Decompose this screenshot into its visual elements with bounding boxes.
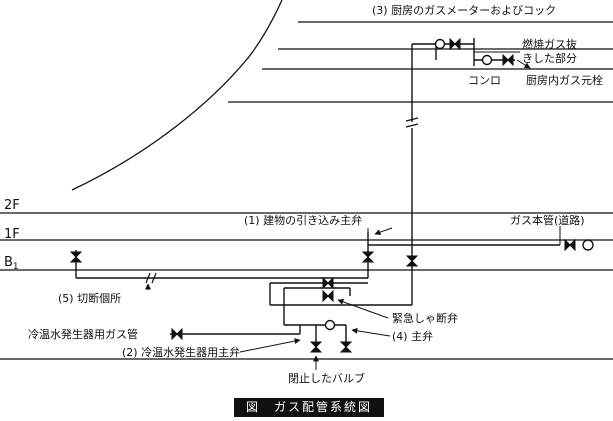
cut-point-mark xyxy=(145,272,157,284)
floor-label-1f: 1F xyxy=(4,227,20,242)
leader-lines xyxy=(145,51,561,370)
floor-label-b1: B1 xyxy=(4,255,19,272)
label-chiller-gas-pipe: 冷温水発生器用ガス管 xyxy=(28,327,138,341)
floor-label-2f: 2F xyxy=(4,198,20,213)
label-emergency-valve: 緊急しゃ断弁 xyxy=(392,311,458,325)
label-building-main-valve: (1) 建物の引き込み主弁 xyxy=(244,213,362,227)
label-cut-point: (5) 切断個所 xyxy=(58,291,121,305)
building-slope-line xyxy=(71,0,283,191)
floor-lines xyxy=(0,21,613,360)
label-chiller-main-valve: (2) 冷温水発生器用主弁 xyxy=(122,345,240,359)
figure-caption: 図 ガス配管系統図 xyxy=(234,398,384,417)
label-kitchen-main-cock: 厨房内ガス元栓 xyxy=(526,73,603,87)
label-gas-main: ガス本管(道路) xyxy=(510,213,585,227)
label-closed-valve: 閉止したバルブ xyxy=(288,371,365,385)
label-stove: コンロ xyxy=(468,74,501,87)
label-burner-removed-line2: きした部分 xyxy=(522,51,577,65)
meters xyxy=(324,38,594,331)
label-main-valve: (4) 主弁 xyxy=(392,329,433,343)
valves xyxy=(69,37,576,353)
label-kitchen-meter: (3) 厨房のガスメーターおよびコック xyxy=(372,4,556,17)
label-burner-removed-line1: 燃焼ガス抜 xyxy=(522,37,577,51)
riser-break-mark xyxy=(405,117,419,128)
